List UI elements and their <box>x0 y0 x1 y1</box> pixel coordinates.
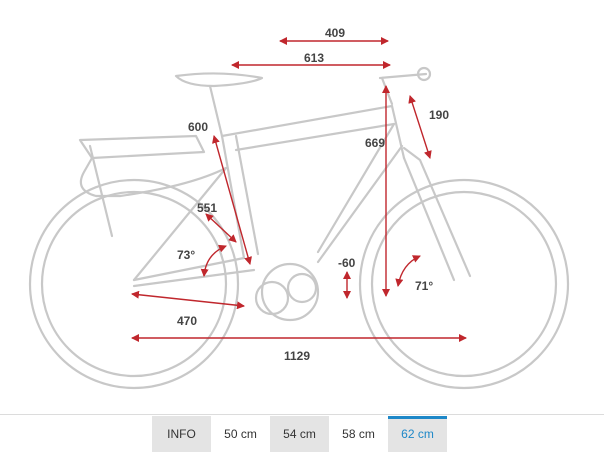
seat-tube-low-arrow <box>205 213 237 243</box>
wheelbase-label: 1129 <box>284 349 310 363</box>
chainstay-label: 470 <box>177 314 197 328</box>
seat-angle-arrow <box>200 244 227 277</box>
seat-tube-low-label: 551 <box>197 201 217 215</box>
head-tube-arrow <box>408 95 432 159</box>
seat-tube-arrow <box>212 135 252 265</box>
seat-angle-label: 73° <box>177 248 195 262</box>
size-tabs: INFO 50 cm 54 cm 58 cm 62 cm <box>152 416 447 452</box>
tab-size-62[interactable]: 62 cm <box>388 416 447 452</box>
head-angle-label: 71° <box>415 279 433 293</box>
tab-size-54[interactable]: 54 cm <box>270 416 329 452</box>
head-tube-label: 190 <box>429 108 449 122</box>
tab-info[interactable]: INFO <box>152 416 211 452</box>
stack-label: 669 <box>365 136 385 150</box>
drive-unit <box>254 262 320 322</box>
tab-size-50[interactable]: 50 cm <box>224 427 257 441</box>
bike-geometry-diagram: 409 613 190 600 669 551 73° 71° -60 470 … <box>28 26 570 390</box>
bb-drop-label: -60 <box>338 256 356 270</box>
reach-label: 409 <box>325 26 345 40</box>
front-wheel <box>358 178 570 390</box>
handlebar <box>378 66 432 106</box>
head-angle-arrow <box>395 255 421 287</box>
saddle <box>174 72 264 138</box>
divider <box>0 414 604 415</box>
top-tube-label: 613 <box>304 51 324 65</box>
tab-size-58[interactable]: 58 cm <box>342 427 375 441</box>
rear-wheel <box>28 178 240 390</box>
dimension-arrows <box>131 37 467 342</box>
seat-tube-label: 600 <box>188 120 208 134</box>
chainstay-arrow <box>131 290 245 310</box>
